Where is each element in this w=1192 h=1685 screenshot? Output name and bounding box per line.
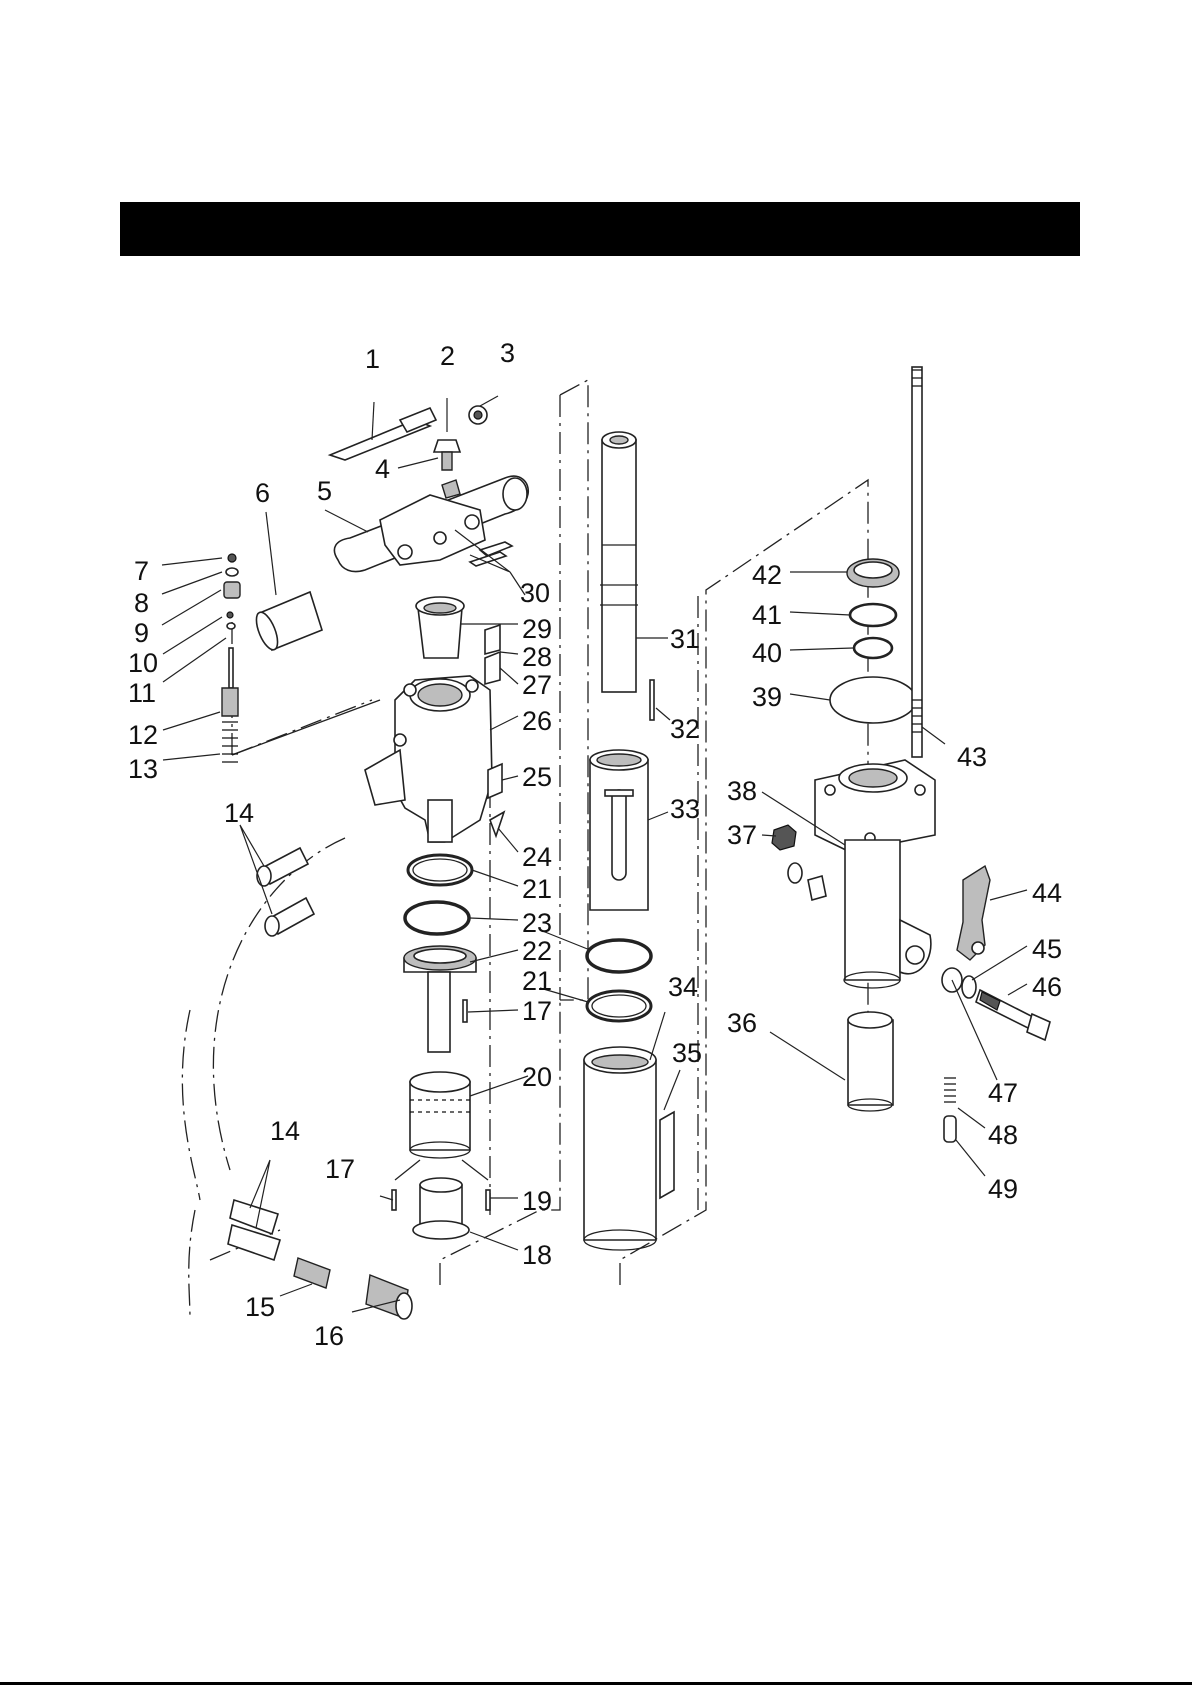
reservoir-rings bbox=[587, 940, 651, 1021]
part-label-26: 26 bbox=[522, 706, 552, 736]
part-label-39: 39 bbox=[752, 682, 782, 712]
part-label-6: 6 bbox=[255, 478, 270, 508]
reservoir-tube bbox=[584, 1047, 674, 1250]
piston-cylinder bbox=[410, 1072, 470, 1158]
valve-stack bbox=[222, 554, 240, 762]
part-label-27: 27 bbox=[522, 670, 552, 700]
part-label-5: 5 bbox=[317, 476, 332, 506]
part-label-18: 18 bbox=[522, 1240, 552, 1270]
part-label-31: 31 bbox=[670, 624, 700, 654]
part-label-25: 25 bbox=[522, 762, 552, 792]
seal-stack bbox=[830, 559, 916, 723]
spring-and-pin bbox=[944, 1078, 956, 1142]
part-label-22: 22 bbox=[522, 936, 552, 966]
part-label-33: 33 bbox=[670, 794, 700, 824]
part-label-34: 34 bbox=[668, 972, 698, 1002]
part-label-11: 11 bbox=[128, 678, 156, 708]
part-label-7: 7 bbox=[134, 556, 149, 586]
part-label-35: 35 bbox=[672, 1038, 702, 1068]
valve-plug bbox=[434, 440, 460, 452]
part-label-1: 1 bbox=[365, 344, 380, 374]
cup-part bbox=[416, 597, 464, 658]
part-label-32: 32 bbox=[670, 714, 700, 744]
part-label-8: 8 bbox=[134, 588, 149, 618]
part-label-21-upper: 21 bbox=[522, 874, 552, 904]
part-label-43: 43 bbox=[957, 742, 987, 772]
part-label-3: 3 bbox=[500, 338, 515, 368]
part-label-13: 13 bbox=[128, 754, 158, 784]
part-label-29: 29 bbox=[522, 614, 552, 644]
part-label-10: 10 bbox=[128, 648, 158, 678]
part-label-45: 45 bbox=[1032, 934, 1062, 964]
lower-tube bbox=[848, 1012, 893, 1111]
part-label-14-upper: 14 bbox=[224, 798, 254, 828]
piston-rings bbox=[404, 855, 476, 1052]
part-label-40: 40 bbox=[752, 638, 782, 668]
part-label-2: 2 bbox=[440, 341, 455, 371]
part-label-19: 19 bbox=[522, 1186, 552, 1216]
part-label-9: 9 bbox=[134, 618, 149, 648]
sleeve-part bbox=[252, 592, 322, 653]
handle-assembly bbox=[330, 406, 528, 572]
bushing-and-pins bbox=[392, 1160, 490, 1239]
part-label-20: 20 bbox=[522, 1062, 552, 1092]
part-label-4: 4 bbox=[375, 454, 390, 484]
plunger-column bbox=[590, 432, 654, 910]
part-label-38: 38 bbox=[727, 776, 757, 806]
part-label-47: 47 bbox=[988, 1078, 1018, 1108]
part-label-30: 30 bbox=[520, 578, 550, 608]
part-label-37: 37 bbox=[727, 820, 757, 850]
part-label-41: 41 bbox=[752, 600, 782, 630]
part-label-12: 12 bbox=[128, 720, 158, 750]
part-label-49: 49 bbox=[988, 1174, 1018, 1204]
hose-fittings bbox=[228, 848, 412, 1319]
main-pump-body bbox=[365, 676, 492, 842]
part-label-23: 23 bbox=[522, 908, 552, 938]
part-label-44: 44 bbox=[1032, 878, 1062, 908]
part-label-28: 28 bbox=[522, 642, 552, 672]
part-label-15: 15 bbox=[245, 1292, 275, 1322]
part-label-14-lower: 14 bbox=[270, 1116, 300, 1146]
long-rod bbox=[912, 367, 922, 757]
part-label-42: 42 bbox=[752, 560, 782, 590]
part-label-21-lower: 21 bbox=[522, 966, 552, 996]
base-column bbox=[815, 760, 935, 988]
part-label-17-upper: 17 bbox=[522, 996, 552, 1026]
part-label-16: 16 bbox=[314, 1321, 344, 1351]
part-label-36: 36 bbox=[727, 1008, 757, 1038]
part-label-46: 46 bbox=[1032, 972, 1062, 1002]
part-label-17-lower: 17 bbox=[325, 1154, 355, 1184]
part-label-48: 48 bbox=[988, 1120, 1018, 1150]
part-label-24: 24 bbox=[522, 842, 552, 872]
